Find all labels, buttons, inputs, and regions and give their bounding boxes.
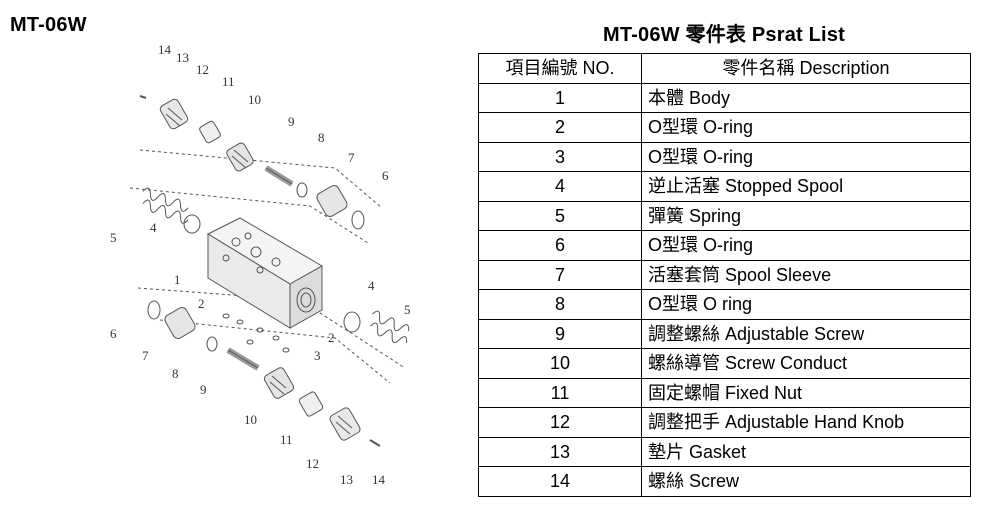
callout: 8 [172,366,179,381]
upper-stopped-spool [183,214,201,234]
part-description: O型環 O-ring [641,230,971,261]
callout: 5 [404,302,411,317]
callout: 13 [340,472,353,487]
part-description: 活塞套筒 Spool Sleeve [641,259,971,290]
part-description: O型環 O ring [641,289,971,320]
parts-list-title: MT-06W 零件表 Psrat List [602,24,845,46]
lower-adjust-assembly [147,300,381,447]
callout: 9 [200,382,207,397]
part-description: 墊片 Gasket [641,436,971,467]
callout: 5 [110,230,117,245]
part-no: 9 [478,318,642,349]
lower-stopped-spool [343,311,361,333]
part-no: 5 [478,200,642,231]
lower-spring [370,310,410,344]
header-description: 零件名稱 Description [641,53,971,84]
callout: 14 [158,42,172,57]
callout: 9 [288,114,295,129]
callout: 14 [372,472,386,487]
callout: 6 [382,168,389,183]
part-description: 調整螺絲 Adjustable Screw [641,318,971,349]
callout: 10 [244,412,257,427]
callout: 12 [196,62,209,77]
callout: 13 [176,50,189,65]
part-no: 14 [478,466,642,497]
callout: 4 [368,278,375,293]
part-no: 2 [478,112,642,143]
part-no: 1 [478,82,642,113]
callout: 11 [222,74,235,89]
callout: 1 [174,272,181,287]
part-no: 6 [478,230,642,261]
callout: 2 [328,330,335,345]
part-description: O型環 O-ring [641,112,971,143]
part-no: 4 [478,171,642,202]
part-description: 調整把手 Adjustable Hand Knob [641,407,971,438]
valve-body [206,217,324,329]
callout: 10 [248,92,261,107]
callouts-upper: 14 13 12 11 10 9 8 7 6 5 4 1 [110,42,389,287]
part-no: 8 [478,289,642,320]
exploded-view-diagram: 14 13 12 11 10 9 8 7 6 5 4 1 2 4 5 6 7 3… [100,38,430,498]
part-description: 螺絲 Screw [641,466,971,497]
part-description: 固定螺帽 Fixed Nut [641,377,971,408]
callout: 7 [348,150,355,165]
model-label: MT-06W [10,14,87,36]
part-no: 11 [478,377,642,408]
part-description: 彈簧 Spring [641,200,971,231]
callout: 3 [314,348,321,363]
part-description: 逆止活塞 Stopped Spool [641,171,971,202]
part-description: 螺絲導管 Screw Conduct [641,348,971,379]
callout: 11 [280,432,293,447]
part-no: 7 [478,259,642,290]
callout: 2 [198,296,205,311]
callouts-lower: 2 4 5 6 7 3 2 8 9 10 11 12 13 14 [110,278,411,487]
part-no: 3 [478,141,642,172]
part-description: 本體 Body [641,82,971,113]
table-header-row: 項目編號 NO. 零件名稱 Description [478,53,971,84]
lower-o-rings [222,313,290,353]
callout: 8 [318,130,325,145]
header-no: 項目編號 NO. [478,53,642,84]
part-no: 13 [478,436,642,467]
callout: 4 [150,220,157,235]
exploded-view-drawing: 14 13 12 11 10 9 8 7 6 5 4 1 2 4 5 6 7 3… [110,42,411,487]
callout: 6 [110,326,117,341]
part-no: 12 [478,407,642,438]
upper-spring [142,187,189,224]
upper-adjust-assembly [139,95,365,230]
callout: 7 [142,348,149,363]
part-no: 10 [478,348,642,379]
callout: 12 [306,456,319,471]
part-description: O型環 O-ring [641,141,971,172]
